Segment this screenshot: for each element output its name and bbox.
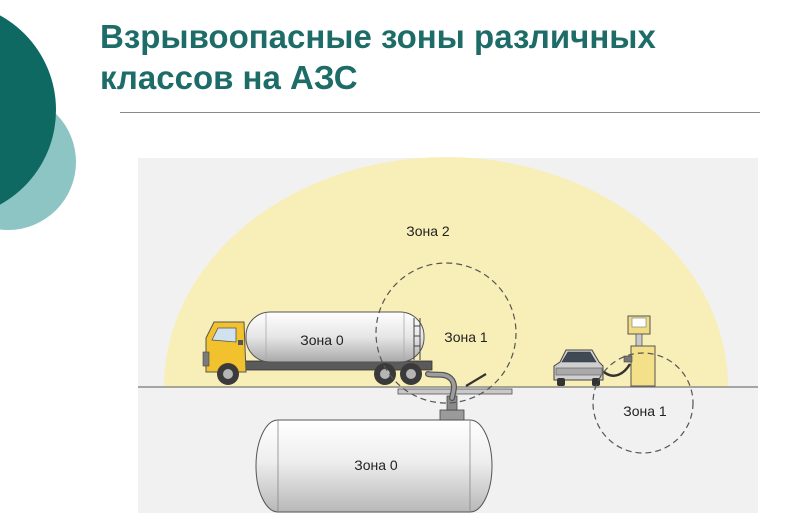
zone-2-label: Зона 2 xyxy=(406,223,450,239)
zone-0-truck-label: Зона 0 xyxy=(300,332,344,348)
dark-teal-circle xyxy=(0,15,56,205)
title-divider xyxy=(120,112,760,113)
zone-1-hatch-label: Зона 1 xyxy=(444,329,488,345)
passenger-car xyxy=(553,349,604,386)
zone-0-tank-label: Зона 0 xyxy=(354,457,398,473)
fuel-dispenser xyxy=(623,315,656,387)
zone-1-dispenser-label: Зона 1 xyxy=(623,403,667,419)
underground-tank xyxy=(255,419,493,513)
slide-title: Взрывоопасные зоны различных классов на … xyxy=(100,16,760,98)
zone-1-hatch-boundary xyxy=(375,262,517,404)
slide-title-line-1: Взрывоопасные зоны различных xyxy=(100,18,656,55)
decorative-circles xyxy=(0,0,120,300)
zone-1-dispenser-boundary xyxy=(592,352,694,454)
slide-title-line-2: классов на АЗС xyxy=(100,59,358,96)
dispenser-hose xyxy=(603,363,632,377)
decorative-circles-graphic xyxy=(0,15,76,230)
truck-wheels xyxy=(217,363,422,385)
fuel-tanker-truck xyxy=(202,311,433,385)
